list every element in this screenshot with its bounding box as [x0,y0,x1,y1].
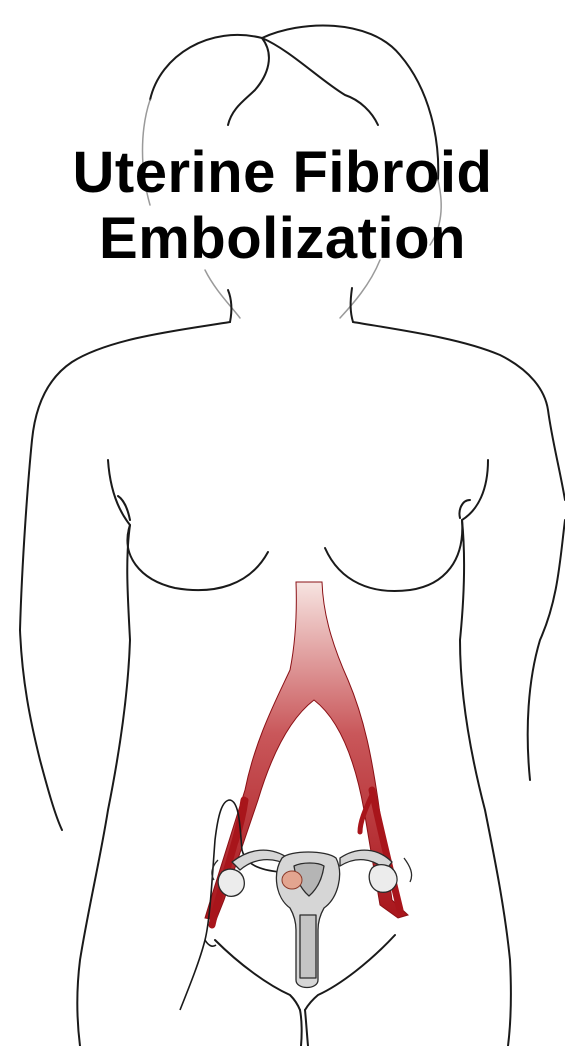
catheter [180,800,280,1010]
left-arm-inner [20,630,62,830]
uterus [212,850,412,987]
right-shoulder [353,322,565,500]
right-ovary [369,865,397,893]
left-leg-inner [215,940,300,1010]
fibroid [282,871,302,889]
right-arm-inner [528,520,565,780]
hair-part [228,38,269,125]
left-torso [77,460,130,1046]
right-torso [460,460,511,1046]
right-breast [325,520,462,591]
hair-inner [262,38,378,125]
head-outline [150,25,438,180]
catheter-line [180,800,280,1010]
left-ovary [218,869,244,896]
left-shoulder [20,322,230,630]
left-breast [127,525,268,590]
cervix [300,915,316,978]
